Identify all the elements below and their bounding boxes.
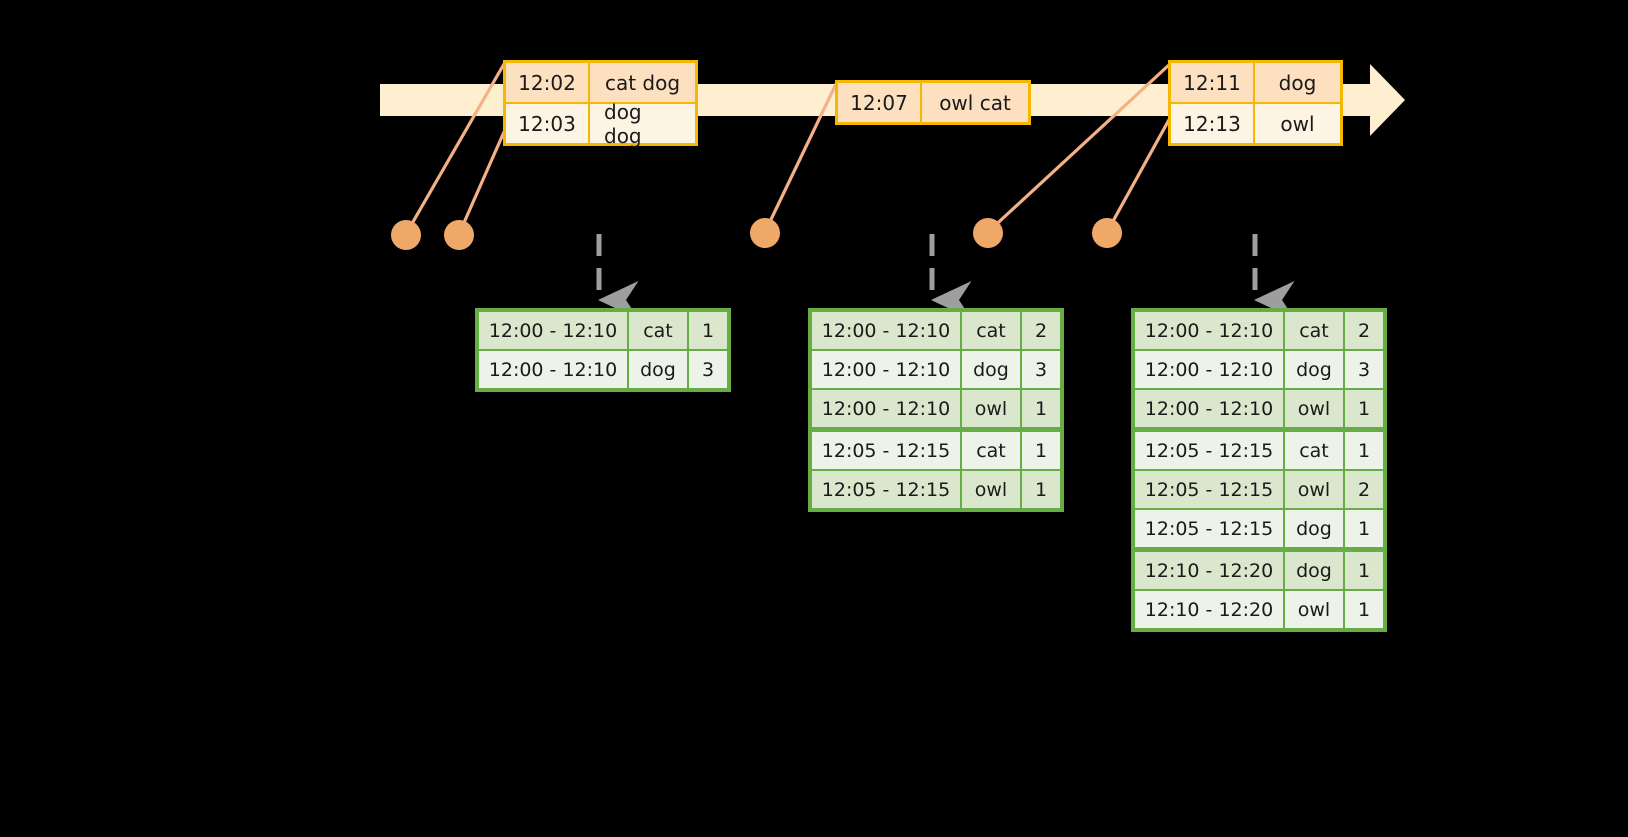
cell-window: 12:10 - 12:20 <box>1135 552 1283 589</box>
cell-word: dog <box>629 351 687 388</box>
event-words: owl <box>1255 104 1340 143</box>
cell-window: 12:05 - 12:15 <box>812 432 960 469</box>
result-table-1: 12:00 - 12:10 cat 1 12:00 - 12:10 dog 3 <box>475 308 731 392</box>
cell-window: 12:00 - 12:10 <box>1135 390 1283 427</box>
trigger-dot-12-03 <box>444 220 474 250</box>
cell-window: 12:00 - 12:10 <box>1135 351 1283 388</box>
table-row[interactable]: 12:05 - 12:15 cat 1 <box>812 432 1060 469</box>
result-table-3: 12:00 - 12:10 cat 2 12:00 - 12:10 dog 3 … <box>1131 308 1387 632</box>
cell-count: 3 <box>1345 351 1383 388</box>
result-table-2: 12:00 - 12:10 cat 2 12:00 - 12:10 dog 3 … <box>808 308 1064 512</box>
cell-window: 12:00 - 12:10 <box>1135 312 1283 349</box>
cell-count: 1 <box>1022 390 1060 427</box>
connector-2 <box>457 130 506 236</box>
event-time: 12:13 <box>1171 104 1255 143</box>
cell-word: owl <box>962 390 1020 427</box>
table-row[interactable]: 12:10 - 12:20 dog 1 <box>1135 552 1383 589</box>
cell-window: 12:05 - 12:15 <box>812 471 960 508</box>
event-row[interactable]: 12:02 cat dog <box>506 63 695 102</box>
cell-window: 12:00 - 12:10 <box>812 390 960 427</box>
emit-arrows <box>596 234 1295 320</box>
cell-word: cat <box>962 432 1020 469</box>
cell-count: 3 <box>1022 351 1060 388</box>
cell-window: 12:00 - 12:10 <box>479 351 627 388</box>
cell-count: 1 <box>1022 432 1060 469</box>
event-time: 12:02 <box>506 63 590 102</box>
cell-count: 1 <box>1345 510 1383 547</box>
event-row[interactable]: 12:11 dog <box>1171 63 1340 102</box>
event-row[interactable]: 12:03 dog dog <box>506 100 695 148</box>
cell-count: 1 <box>1345 432 1383 469</box>
event-row[interactable]: 12:07 owl cat <box>838 83 1028 122</box>
table-row[interactable]: 12:00 - 12:10 dog 3 <box>812 351 1060 388</box>
table-row[interactable]: 12:00 - 12:10 dog 3 <box>1135 351 1383 388</box>
table-row[interactable]: 12:05 - 12:15 dog 1 <box>1135 510 1383 547</box>
cell-word: owl <box>1285 390 1343 427</box>
connector-1 <box>404 62 506 236</box>
event-words: dog dog <box>590 100 695 148</box>
event-group-2: 12:07 owl cat <box>835 80 1031 125</box>
cell-word: cat <box>1285 312 1343 349</box>
trigger-dot-12-02 <box>391 220 421 250</box>
event-group-3: 12:11 dog 12:13 owl <box>1168 60 1343 146</box>
event-time: 12:03 <box>506 104 590 143</box>
cell-word: owl <box>962 471 1020 508</box>
cell-word: dog <box>1285 510 1343 547</box>
cell-count: 2 <box>1022 312 1060 349</box>
cell-window: 12:05 - 12:15 <box>1135 510 1283 547</box>
cell-word: owl <box>1285 591 1343 628</box>
cell-count: 1 <box>1345 591 1383 628</box>
table-row[interactable]: 12:05 - 12:15 owl 2 <box>1135 471 1383 508</box>
table-row[interactable]: 12:05 - 12:15 cat 1 <box>1135 432 1383 469</box>
cell-window: 12:10 - 12:20 <box>1135 591 1283 628</box>
cell-word: cat <box>1285 432 1343 469</box>
event-group-1: 12:02 cat dog 12:03 dog dog <box>503 60 698 148</box>
event-row[interactable]: 12:13 owl <box>1171 102 1340 143</box>
table-row[interactable]: 12:10 - 12:20 owl 1 <box>1135 591 1383 628</box>
event-words: cat dog <box>590 63 695 102</box>
table-row[interactable]: 12:00 - 12:10 owl 1 <box>812 390 1060 427</box>
event-time: 12:11 <box>1171 63 1255 102</box>
cell-word: owl <box>1285 471 1343 508</box>
cell-count: 2 <box>1345 471 1383 508</box>
cell-word: cat <box>962 312 1020 349</box>
cell-window: 12:00 - 12:10 <box>479 312 627 349</box>
trigger-dots <box>391 218 1122 250</box>
trigger-dot-12-07 <box>750 218 780 248</box>
table-row[interactable]: 12:00 - 12:10 cat 2 <box>1135 312 1383 349</box>
cell-word: dog <box>1285 351 1343 388</box>
cell-window: 12:00 - 12:10 <box>812 351 960 388</box>
event-words: owl cat <box>922 83 1028 122</box>
table-row[interactable]: 12:00 - 12:10 cat 2 <box>812 312 1060 349</box>
cell-word: dog <box>1285 552 1343 589</box>
table-row[interactable]: 12:05 - 12:15 owl 1 <box>812 471 1060 508</box>
cell-count: 1 <box>689 312 727 349</box>
trigger-dot-12-11 <box>973 218 1003 248</box>
cell-window: 12:05 - 12:15 <box>1135 432 1283 469</box>
connector-3 <box>763 82 838 234</box>
cell-count: 3 <box>689 351 727 388</box>
trigger-dot-12-13 <box>1092 218 1122 248</box>
cell-window: 12:05 - 12:15 <box>1135 471 1283 508</box>
connector-5 <box>1105 116 1172 234</box>
cell-count: 1 <box>1022 471 1060 508</box>
cell-window: 12:00 - 12:10 <box>812 312 960 349</box>
event-time: 12:07 <box>838 83 922 122</box>
cell-count: 1 <box>1345 390 1383 427</box>
cell-count: 1 <box>1345 552 1383 589</box>
cell-word: dog <box>962 351 1020 388</box>
table-row[interactable]: 12:00 - 12:10 cat 1 <box>479 312 727 349</box>
table-row[interactable]: 12:00 - 12:10 owl 1 <box>1135 390 1383 427</box>
event-words: dog <box>1255 63 1340 102</box>
cell-count: 2 <box>1345 312 1383 349</box>
table-row[interactable]: 12:00 - 12:10 dog 3 <box>479 351 727 388</box>
cell-word: cat <box>629 312 687 349</box>
